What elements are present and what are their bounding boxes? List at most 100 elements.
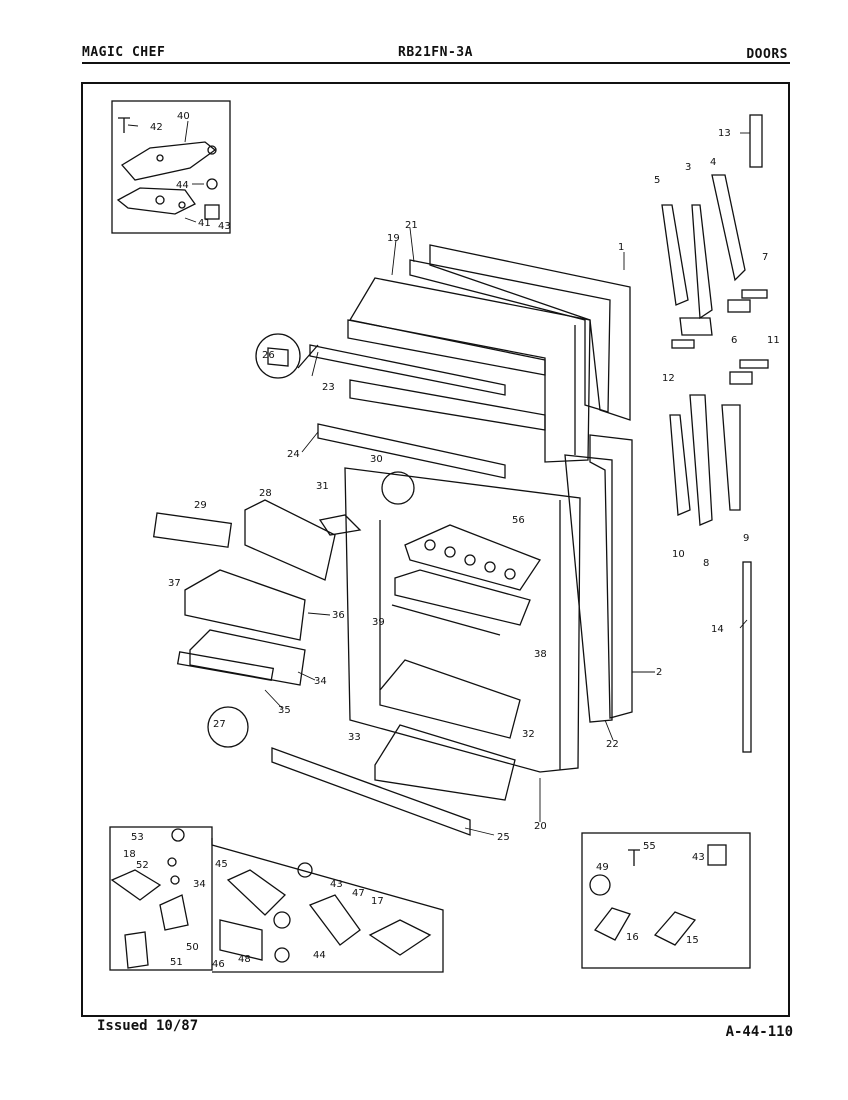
callout-35: 35 (278, 705, 291, 716)
part-center-hinge (679, 317, 713, 336)
part-24-door-rail (317, 423, 506, 479)
callout-21: 21 (405, 220, 418, 231)
part-40-hinge-plate (121, 141, 217, 181)
callout-12: 12 (662, 373, 675, 384)
model-number: RB21FN-3A (398, 45, 473, 60)
part-14-trim (742, 561, 752, 753)
callout-3: 3 (685, 162, 691, 173)
part-31-clip (318, 514, 362, 536)
callout-52: 52 (136, 860, 149, 871)
callout-2: 2 (656, 667, 662, 678)
callout-29: 29 (194, 500, 207, 511)
part-51-hinge (124, 931, 149, 969)
part-45-plate (226, 869, 287, 916)
top-hinge-inset (111, 100, 231, 234)
callout-33: 33 (348, 732, 361, 743)
part-3-hinge-cover (691, 204, 713, 320)
callout-34b: 34 (193, 879, 206, 890)
callout-41: 41 (198, 218, 211, 229)
callout-8: 8 (703, 558, 709, 569)
callout-36: 36 (332, 610, 345, 621)
part-32-door-bin (379, 659, 521, 739)
part-23-shelf-bar (309, 344, 506, 396)
callout-37: 37 (168, 578, 181, 589)
part-20-lower-liner (344, 467, 581, 773)
part-10-hinge-cover (669, 414, 691, 516)
part-8-hinge-cover (689, 394, 713, 526)
part-4-trim-strip (711, 174, 746, 282)
callout-40: 40 (177, 111, 190, 122)
brand-header: MAGIC CHEF (82, 45, 166, 60)
callout-11: 11 (767, 335, 780, 346)
callout-22: 22 (606, 739, 619, 750)
callout-31: 31 (316, 481, 329, 492)
callout-43a: 43 (218, 221, 231, 232)
callout-46: 46 (212, 959, 225, 970)
callout-53: 53 (131, 832, 144, 843)
callout-30: 30 (370, 454, 383, 465)
part-38-door-shelf (394, 569, 531, 626)
hardware-inset (581, 832, 751, 969)
lower-door-outer-panel (589, 434, 633, 719)
callout-39: 39 (372, 617, 385, 628)
part-50-hinge (159, 894, 189, 931)
callout-26: 26 (262, 350, 275, 361)
callout-17: 17 (371, 896, 384, 907)
issued-date: Issued 10/87 (97, 1018, 199, 1034)
callout-44a: 44 (176, 180, 189, 191)
part-5-hinge-cover (661, 204, 689, 306)
callout-34a: 34 (314, 676, 327, 687)
callout-24: 24 (287, 449, 300, 460)
callout-23: 23 (322, 382, 335, 393)
callout-51: 51 (170, 957, 183, 968)
part-28-dairy-door (244, 499, 336, 581)
upper-liner-shelf-top (347, 319, 546, 376)
callout-38: 38 (534, 649, 547, 660)
callout-48: 48 (238, 954, 251, 965)
part-42-screw (118, 117, 130, 133)
part-43-bushing (204, 204, 220, 220)
part-33-door-bin (374, 724, 516, 801)
part-43-bushing (707, 844, 727, 866)
callout-42: 42 (150, 122, 163, 133)
callout-32: 32 (522, 729, 535, 740)
part-25-bottom-rail (271, 747, 471, 836)
part-34-bin (189, 629, 306, 686)
callout-5: 5 (654, 175, 660, 186)
part-29-label (152, 512, 233, 548)
part-56-egg-tray (404, 524, 541, 591)
callout-4: 4 (710, 157, 716, 168)
part-55-screw (628, 849, 640, 866)
callout-50: 50 (186, 942, 199, 953)
part-16-clip (594, 907, 631, 941)
part-26-detail-circle (255, 333, 301, 379)
callout-6: 6 (731, 335, 737, 346)
callout-15: 15 (686, 935, 699, 946)
upper-door-outer-panel (429, 244, 631, 421)
callout-10: 10 (672, 549, 685, 560)
callout-27: 27 (213, 719, 226, 730)
part-15-clip (653, 911, 697, 946)
part-13-trim (749, 114, 763, 168)
callout-9: 9 (743, 533, 749, 544)
callout-43b: 43 (330, 879, 343, 890)
callout-14: 14 (711, 624, 724, 635)
upper-liner-shelf-bottom (349, 379, 546, 431)
callout-13: 13 (718, 128, 731, 139)
callout-16: 16 (626, 932, 639, 943)
callout-55: 55 (643, 841, 656, 852)
header-rule (82, 62, 790, 64)
callout-18: 18 (123, 849, 136, 860)
callout-49: 49 (596, 862, 609, 873)
part-22-lower-gasket (564, 454, 613, 723)
callout-56: 56 (512, 515, 525, 526)
callout-19: 19 (387, 233, 400, 244)
callout-1: 1 (618, 242, 624, 253)
part-12-pad (671, 339, 695, 349)
part-41-shim-plate (116, 187, 196, 215)
part-19-upper-liner (348, 277, 591, 463)
page-code: A-44-110 (725, 1024, 793, 1040)
part-49-button (589, 874, 611, 896)
callout-25: 25 (497, 832, 510, 843)
